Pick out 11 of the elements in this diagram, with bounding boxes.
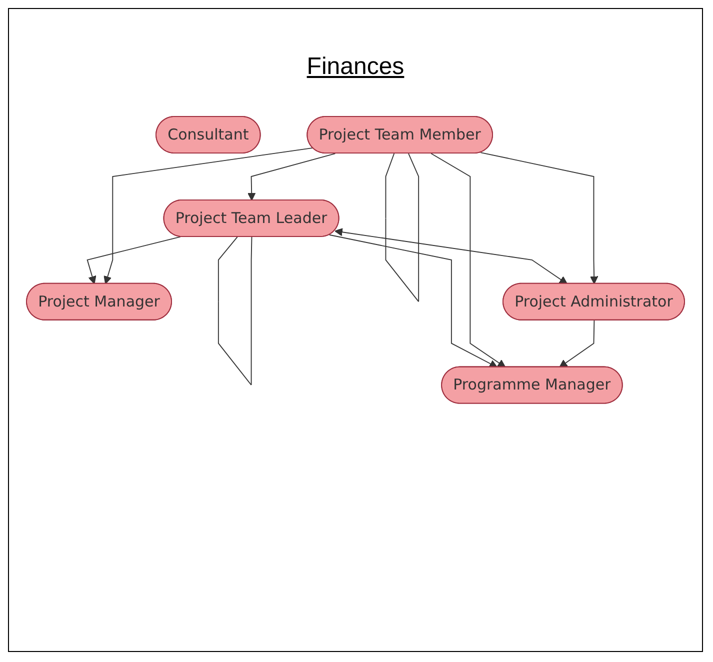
arrow — [247, 153, 336, 201]
connector — [218, 236, 252, 386]
arrow — [329, 234, 498, 368]
connector — [385, 153, 420, 302]
diagram-title: Finances — [306, 53, 406, 81]
arrow — [104, 147, 314, 284]
arrow — [559, 320, 595, 368]
arrow — [480, 152, 598, 284]
arrow — [334, 228, 568, 284]
arrow — [430, 153, 506, 368]
arrow — [86, 236, 181, 284]
